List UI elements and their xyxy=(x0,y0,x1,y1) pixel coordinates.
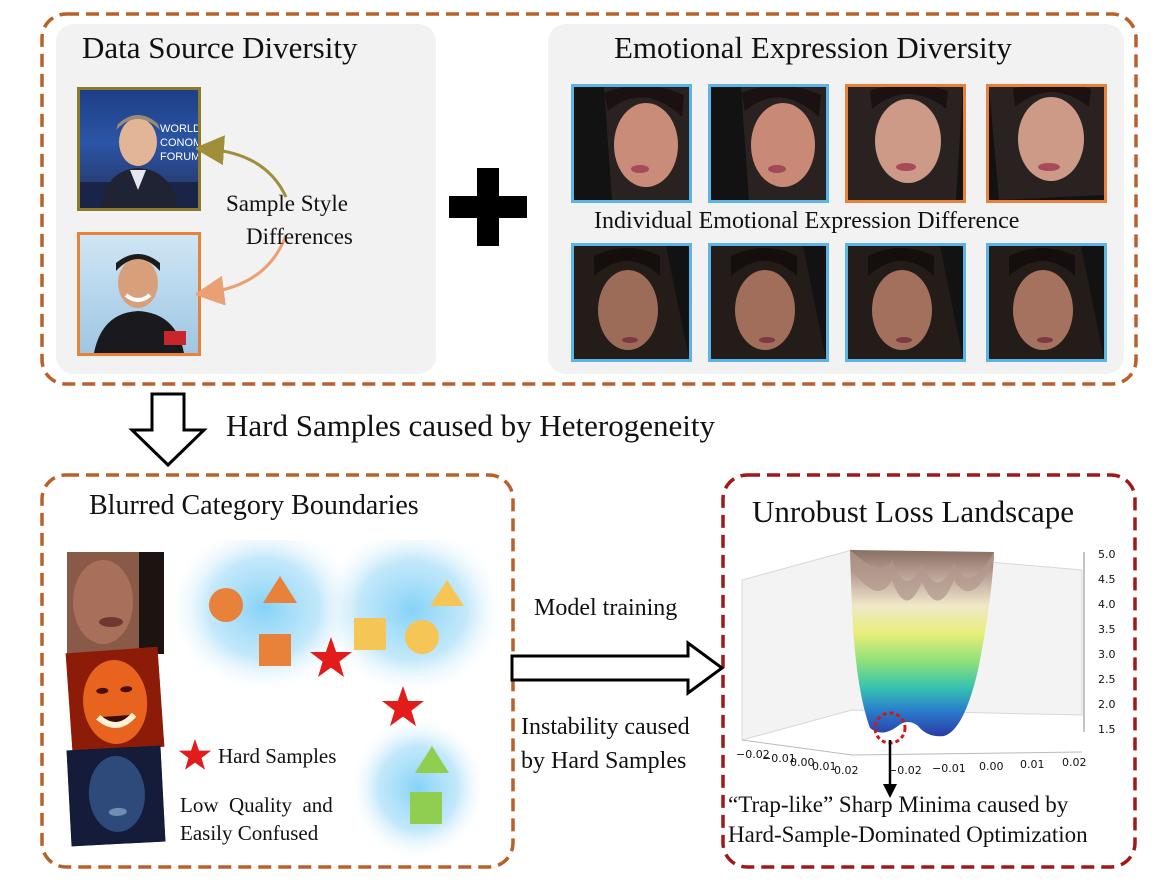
x-tick-left-1: −0.01 xyxy=(762,752,796,765)
right-arrow-icon xyxy=(510,640,725,696)
low-quality-line2: Easily Confused xyxy=(180,821,319,845)
trap-line2: Hard-Sample-Dominated Optimization xyxy=(728,822,1088,847)
svg-text:WORLD: WORLD xyxy=(160,123,198,135)
model-training-label: Model training xyxy=(534,595,678,621)
x-tick-left-3: 0.01 xyxy=(812,760,837,773)
minimum-pointer-arrow xyxy=(883,740,897,798)
face-thumb-1 xyxy=(571,84,692,203)
z-tick-7: 1.5 xyxy=(1098,723,1116,736)
blurred-boundaries-title: Blurred Category Boundaries xyxy=(89,490,419,521)
low-quality-face-3 xyxy=(66,745,166,847)
x-tick-left-2: 0.00 xyxy=(790,756,815,769)
low-quality-face-1 xyxy=(67,552,164,654)
z-tick-0: 5.0 xyxy=(1098,548,1116,561)
speaker-photo-top: WORLD CONOM FORUM xyxy=(77,87,201,211)
sample-style-line1: Sample Style xyxy=(226,191,349,216)
shape-green-square xyxy=(410,792,442,824)
loss-landscape-plot xyxy=(741,549,1085,756)
z-tick-1: 4.5 xyxy=(1098,573,1116,586)
legend-star-icon xyxy=(178,739,212,770)
x-tick-right-4: 0.02 xyxy=(1062,756,1087,769)
emotional-title: Emotional Expression Diversity xyxy=(614,30,1012,65)
shape-green-triangle xyxy=(415,746,449,773)
data-source-title: Data Source Diversity xyxy=(82,30,358,65)
speaker-photo-bottom xyxy=(77,232,201,356)
shape-yellow-triangle xyxy=(430,580,464,606)
style-difference-arrows xyxy=(196,135,288,305)
instability-line2: by Hard Samples xyxy=(521,748,687,774)
z-tick-6: 2.0 xyxy=(1098,698,1116,711)
hard-samples-heading: Hard Samples caused by Heterogeneity xyxy=(226,408,715,443)
face-thumb-2 xyxy=(708,84,829,203)
face-thumb-8 xyxy=(986,243,1107,362)
svg-text:CONOM: CONOM xyxy=(160,137,198,149)
x-tick-right-1: −0.01 xyxy=(932,762,966,775)
hard-sample-star-1 xyxy=(310,637,352,677)
x-tick-left-0: −0.02 xyxy=(736,748,770,761)
shape-orange-square xyxy=(259,634,291,666)
face-thumb-3 xyxy=(845,84,966,203)
shape-orange-circle xyxy=(209,588,243,622)
plus-icon xyxy=(449,168,527,246)
z-tick-5: 2.5 xyxy=(1098,673,1116,686)
down-arrow-icon xyxy=(128,392,208,468)
face-thumb-5 xyxy=(571,243,692,362)
individual-difference-label: Individual Emotional Expression Differen… xyxy=(594,208,1020,234)
cluster-diagram xyxy=(172,540,502,858)
trap-line1: “Trap-like” Sharp Minima caused by xyxy=(728,792,1069,817)
shape-yellow-circle xyxy=(405,620,439,654)
face-thumb-6 xyxy=(708,243,829,362)
face-thumb-7 xyxy=(845,243,966,362)
z-tick-3: 3.5 xyxy=(1098,623,1116,636)
hard-sample-star-2 xyxy=(382,686,424,726)
sample-style-line2: Differences xyxy=(246,224,353,249)
low-quality-face-2 xyxy=(65,646,165,754)
legend-hard-samples: Hard Samples xyxy=(218,744,337,768)
x-tick-right-2: 0.00 xyxy=(979,760,1004,773)
x-tick-right-0: −0.02 xyxy=(888,764,922,777)
shape-orange-triangle xyxy=(263,576,297,603)
shape-yellow-square xyxy=(354,618,386,650)
unrobust-title: Unrobust Loss Landscape xyxy=(752,494,1074,529)
instability-line1: Instability caused xyxy=(521,714,690,740)
face-thumb-4 xyxy=(986,84,1107,203)
z-tick-4: 3.0 xyxy=(1098,648,1116,661)
x-tick-right-3: 0.01 xyxy=(1020,758,1045,771)
low-quality-line1: Low Quality and xyxy=(180,793,333,817)
svg-text:FORUM: FORUM xyxy=(160,151,198,163)
x-tick-left-4: 0.02 xyxy=(834,764,859,777)
z-tick-2: 4.0 xyxy=(1098,598,1116,611)
